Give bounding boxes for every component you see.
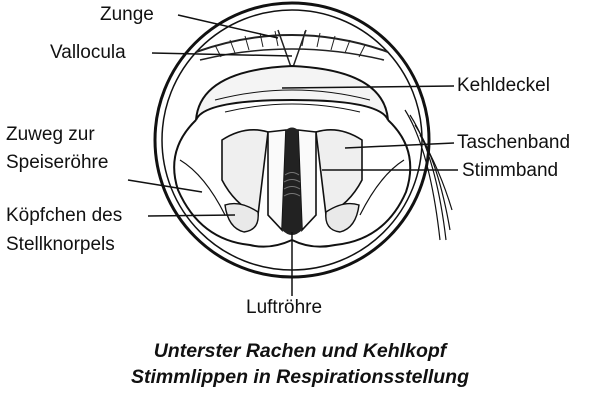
label-koepfchen-line2: Stellknorpels <box>6 234 115 255</box>
label-koepfchen-line1: Köpfchen des <box>6 205 123 226</box>
ventricular-folds <box>221 129 363 217</box>
label-zuweg-line1: Zuweg zur <box>6 124 95 145</box>
epiglottis <box>195 64 389 121</box>
label-taschenband: Taschenband <box>457 132 571 153</box>
mirror-handle <box>404 109 453 241</box>
label-zuweg-line2: Speiseröhre <box>6 152 109 173</box>
arytenoid-cartilages <box>224 202 360 233</box>
caption-line2: Stimmlippen in Respirationsstellung <box>130 366 470 388</box>
vocal-cords <box>267 129 317 232</box>
label-vallocula: Vallocula <box>50 42 126 63</box>
label-stimmband: Stimmband <box>462 160 559 181</box>
pharynx-outline <box>173 119 412 248</box>
tongue-base <box>195 29 389 73</box>
label-luftroehre: Luftröhre <box>246 297 323 318</box>
label-zunge: Zunge <box>100 4 154 25</box>
glottis <box>282 127 302 235</box>
caption-line1: Unterster Rachen und Kehlkopf <box>153 340 447 362</box>
label-kehldeckel: Kehldeckel <box>457 75 550 96</box>
leader-lines <box>127 14 458 296</box>
